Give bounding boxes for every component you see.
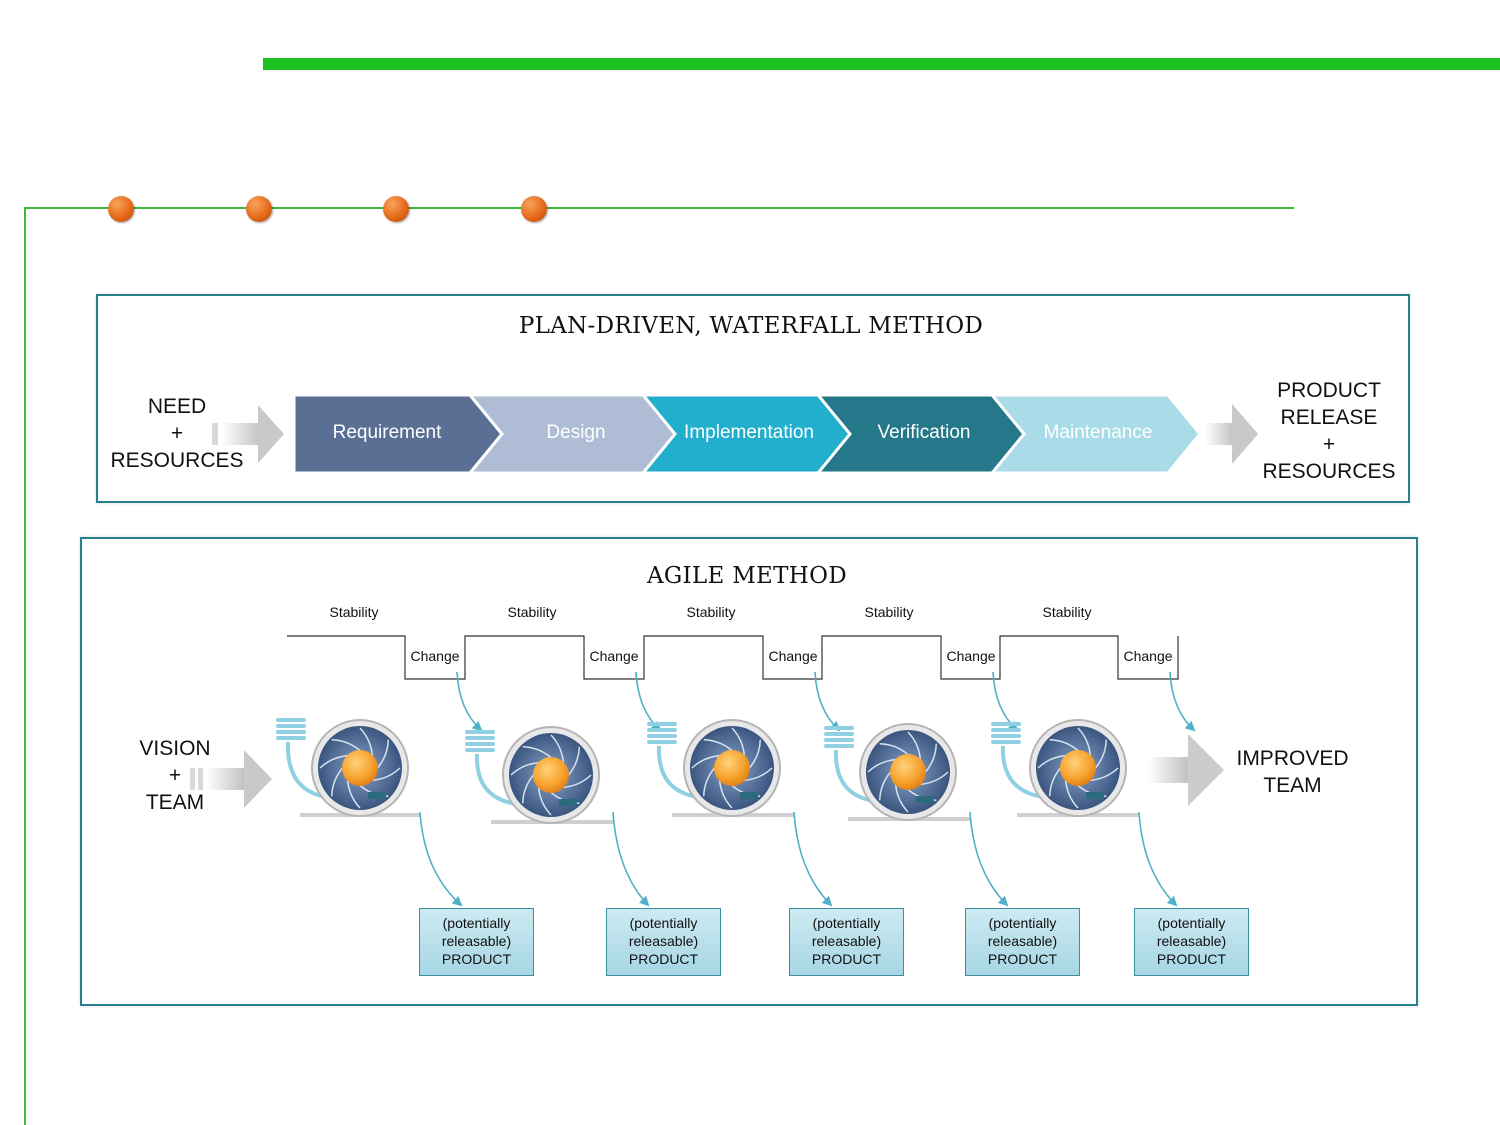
phase-label-verification: Verification bbox=[877, 422, 971, 443]
change-label: Change bbox=[768, 648, 818, 664]
product-box-line: (potentially bbox=[442, 915, 511, 931]
plus-text: + bbox=[170, 422, 184, 445]
product-box-line: PRODUCT bbox=[1156, 951, 1227, 967]
agile-output-label: IMPROVED TEAM bbox=[1225, 745, 1360, 799]
product-box-line: releasable) bbox=[628, 933, 699, 949]
product-box-line: releasable) bbox=[987, 933, 1058, 949]
product-box-line: (potentially bbox=[1157, 915, 1226, 931]
stability-label: Stability bbox=[329, 604, 379, 620]
agile-input-label: VISION + TEAM bbox=[115, 735, 235, 816]
resources-text: RESOURCES bbox=[110, 449, 244, 472]
phase-label-maintenance: Maintenance bbox=[1043, 422, 1153, 443]
release-text: RELEASE bbox=[1280, 406, 1378, 429]
phase-label-implementation: Implementation bbox=[684, 422, 814, 443]
green-horizontal-rule bbox=[24, 207, 1294, 209]
product-text: PRODUCT bbox=[1277, 379, 1381, 402]
plus-text: + bbox=[1322, 433, 1336, 456]
waterfall-title: PLAN-DRIVEN, WATERFALL METHOD bbox=[518, 313, 984, 339]
resources-text: RESOURCES bbox=[1262, 460, 1396, 483]
waterfall-output-label: PRODUCT RELEASE + RESOURCES bbox=[1254, 377, 1404, 485]
product-box-line: PRODUCT bbox=[811, 951, 882, 967]
change-label: Change bbox=[589, 648, 639, 664]
product-box: (potentially releasable) PRODUCT bbox=[965, 908, 1080, 976]
product-box-line: PRODUCT bbox=[441, 951, 512, 967]
phase-label-design: Design bbox=[546, 422, 606, 443]
stability-label: Stability bbox=[864, 604, 914, 620]
product-box: (potentially releasable) PRODUCT bbox=[789, 908, 904, 976]
improved-text: IMPROVED bbox=[1236, 747, 1349, 770]
stability-label: Stability bbox=[1042, 604, 1092, 620]
product-box-line: releasable) bbox=[1156, 933, 1227, 949]
product-box-line: (potentially bbox=[812, 915, 881, 931]
plus-text: + bbox=[168, 764, 182, 787]
orange-dot-4 bbox=[521, 196, 547, 222]
team-text: TEAM bbox=[145, 791, 205, 814]
need-text: NEED bbox=[147, 395, 207, 418]
stability-label: Stability bbox=[507, 604, 557, 620]
product-box: (potentially releasable) PRODUCT bbox=[606, 908, 721, 976]
product-box-line: releasable) bbox=[441, 933, 512, 949]
product-box-line: (potentially bbox=[629, 915, 698, 931]
vision-text: VISION bbox=[139, 737, 211, 760]
green-vertical-rule bbox=[24, 207, 26, 1125]
orange-dot-2 bbox=[246, 196, 272, 222]
change-label: Change bbox=[946, 648, 996, 664]
product-box-line: (potentially bbox=[988, 915, 1057, 931]
orange-dot-1 bbox=[108, 196, 134, 222]
agile-title: AGILE METHOD bbox=[646, 563, 848, 589]
change-label: Change bbox=[1123, 648, 1173, 664]
product-box-line: releasable) bbox=[811, 933, 882, 949]
product-box: (potentially releasable) PRODUCT bbox=[419, 908, 534, 976]
change-label: Change bbox=[410, 648, 460, 664]
product-box: (potentially releasable) PRODUCT bbox=[1134, 908, 1249, 976]
orange-dot-3 bbox=[383, 196, 409, 222]
stability-label: Stability bbox=[686, 604, 736, 620]
phase-label-requirement: Requirement bbox=[332, 422, 442, 443]
product-box-line: PRODUCT bbox=[628, 951, 699, 967]
waterfall-input-label: NEED + RESOURCES bbox=[98, 393, 256, 474]
top-green-bar bbox=[263, 58, 1500, 70]
product-box-line: PRODUCT bbox=[987, 951, 1058, 967]
team-text: TEAM bbox=[1263, 774, 1322, 797]
